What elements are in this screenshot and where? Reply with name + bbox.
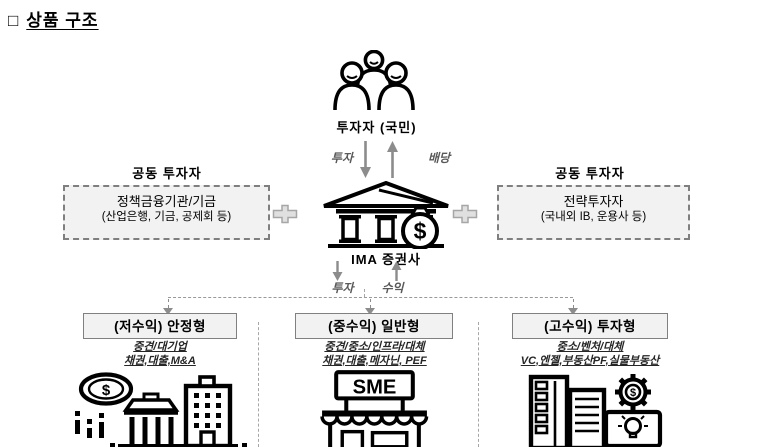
plus-connector-icon-right bbox=[452, 204, 478, 224]
tech-buildings-icon: $ bbox=[528, 374, 663, 447]
co-investor-right-line1: 전략투자자 bbox=[563, 194, 624, 209]
people-group-icon bbox=[333, 50, 415, 111]
product-desc-high-line2: VC,엔젤,부동산PF,실물부동산 bbox=[520, 354, 660, 367]
ima-label: IMA 증권사 bbox=[351, 252, 421, 267]
product-desc-low: 중견/대기업 채권,대출,M&A bbox=[75, 341, 245, 368]
bank-icon: $ bbox=[323, 181, 449, 249]
sme-sign-text: SME bbox=[353, 376, 397, 398]
product-desc-mid-line2: 채권,대출,메자닌, PEF bbox=[322, 354, 427, 367]
invest-down-arrow-icon bbox=[360, 141, 371, 178]
coin-buildings-icon: $ bbox=[75, 372, 247, 447]
dividend-label: 배당 bbox=[428, 151, 451, 165]
co-investor-left-header: 공동 투자자 bbox=[132, 166, 202, 181]
product-desc-high: 중소/벤처/대체 VC,엔젤,부동산PF,실물부동산 bbox=[487, 341, 693, 368]
ima-return-label: 수익 bbox=[381, 281, 404, 295]
co-investor-right-box: 전략투자자 (국내외 IB, 운용사 등) bbox=[497, 185, 690, 240]
page-title-text: 상품 구조 bbox=[26, 11, 99, 30]
branch-drop-arrow-mid bbox=[365, 299, 375, 315]
ima-return-up-arrow-icon bbox=[391, 261, 402, 281]
product-box-high: (고수익) 투자형 bbox=[512, 313, 668, 339]
co-investor-left-line1: 정책금융기관/기금 bbox=[116, 194, 217, 209]
invest-label: 투자 bbox=[330, 151, 353, 165]
bank-dollar-glyph: $ bbox=[414, 218, 427, 244]
product-box-low: (저수익) 안정형 bbox=[83, 313, 237, 339]
page-title: □ 상품 구조 bbox=[8, 6, 99, 31]
co-investor-right-header: 공동 투자자 bbox=[555, 166, 625, 181]
plus-connector-icon-left bbox=[272, 204, 298, 224]
ima-invest-label: 투자 bbox=[331, 281, 354, 295]
branch-drop-arrow-high bbox=[568, 299, 578, 315]
branch-dashed-line bbox=[168, 297, 573, 298]
co-investor-left-line2: (산업은행, 기금, 공제회 등) bbox=[101, 211, 232, 223]
title-bullet: □ bbox=[8, 11, 20, 30]
column-divider-right bbox=[478, 322, 479, 447]
branch-stub-line bbox=[364, 289, 365, 297]
product-desc-low-line1: 중견/대기업 bbox=[133, 341, 187, 353]
coin-dollar-glyph: $ bbox=[102, 382, 111, 399]
product-desc-mid-line1: 중견/중소/인프라/대체 bbox=[324, 341, 425, 353]
ima-invest-down-arrow-icon bbox=[332, 261, 343, 281]
product-desc-high-line1: 중소/벤처/대체 bbox=[556, 341, 624, 353]
dividend-up-arrow-icon bbox=[387, 141, 398, 178]
product-desc-mid: 중견/중소/인프라/대체 채권,대출,메자닌, PEF bbox=[282, 341, 467, 368]
branch-drop-arrow-low bbox=[163, 299, 173, 315]
product-desc-low-line2: 채권,대출,M&A bbox=[124, 354, 196, 367]
gear-dollar-glyph: $ bbox=[630, 387, 636, 399]
co-investor-right-line2: (국내외 IB, 운용사 등) bbox=[540, 211, 647, 223]
co-investor-left-box: 정책금융기관/기금 (산업은행, 기금, 공제회 등) bbox=[63, 185, 270, 240]
sme-store-icon: SME bbox=[320, 370, 429, 447]
product-box-mid: (중수익) 일반형 bbox=[295, 313, 453, 339]
column-divider-left bbox=[258, 322, 259, 447]
investors-label: 투자자 (국민) bbox=[336, 120, 417, 135]
